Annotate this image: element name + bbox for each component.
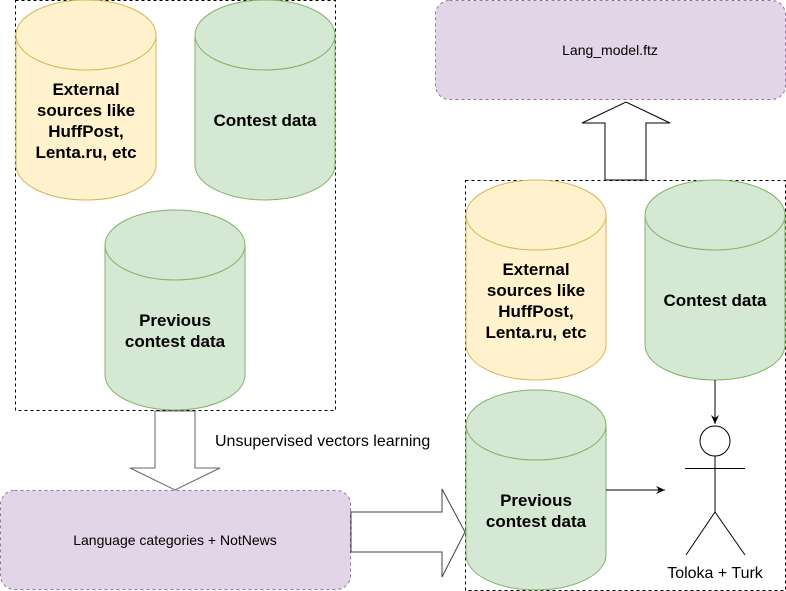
lang-model-box[interactable]: Lang_model.ftz bbox=[435, 0, 786, 100]
cylinder-label-line: contest data bbox=[486, 512, 587, 531]
cylinder-label-line: Previous bbox=[139, 311, 211, 330]
previous-contest-cylinder-right[interactable]: Previous contest data bbox=[465, 389, 607, 591]
external-sources-cylinder-right[interactable]: External sources like HuffPost, Lenta.ru… bbox=[465, 179, 607, 381]
lang-model-label: Lang_model.ftz bbox=[562, 42, 658, 58]
cylinder-label-line: HuffPost, bbox=[498, 302, 574, 321]
cylinder-label-line: Lenta.ru, etc bbox=[485, 323, 586, 342]
contest-data-cylinder-left[interactable]: Contest data bbox=[194, 0, 336, 201]
cylinder-label-line: sources like bbox=[37, 101, 135, 120]
language-categories-label: Language categories + NotNews bbox=[73, 532, 277, 548]
cylinder-label-line: contest data bbox=[125, 332, 226, 351]
down-block-arrow bbox=[129, 410, 221, 491]
unsupervised-learning-label: Unsupervised vectors learning bbox=[215, 433, 430, 450]
right-block-arrow bbox=[350, 488, 466, 578]
cylinder-label-line: Previous bbox=[500, 491, 572, 510]
cylinder-label: Contest data bbox=[664, 291, 768, 310]
cylinder-label-line: sources like bbox=[487, 281, 585, 300]
cylinder-label: Contest data bbox=[214, 111, 318, 130]
language-categories-box[interactable]: Language categories + NotNews bbox=[0, 490, 351, 590]
actor-icon[interactable] bbox=[685, 425, 746, 556]
up-block-arrow bbox=[581, 101, 671, 181]
previous-contest-cylinder-left[interactable]: Previous contest data bbox=[104, 209, 246, 411]
cylinder-label-line: HuffPost, bbox=[48, 122, 124, 141]
cylinder-label-line: External bbox=[52, 80, 119, 99]
cylinder-label-line: Lenta.ru, etc bbox=[35, 143, 136, 162]
contest-data-cylinder-right[interactable]: Contest data bbox=[644, 179, 786, 381]
actor-label: Toloka + Turk bbox=[667, 565, 764, 582]
cylinder-label-line: External bbox=[502, 260, 569, 279]
external-sources-cylinder-left[interactable]: External sources like HuffPost, Lenta.ru… bbox=[15, 0, 157, 201]
